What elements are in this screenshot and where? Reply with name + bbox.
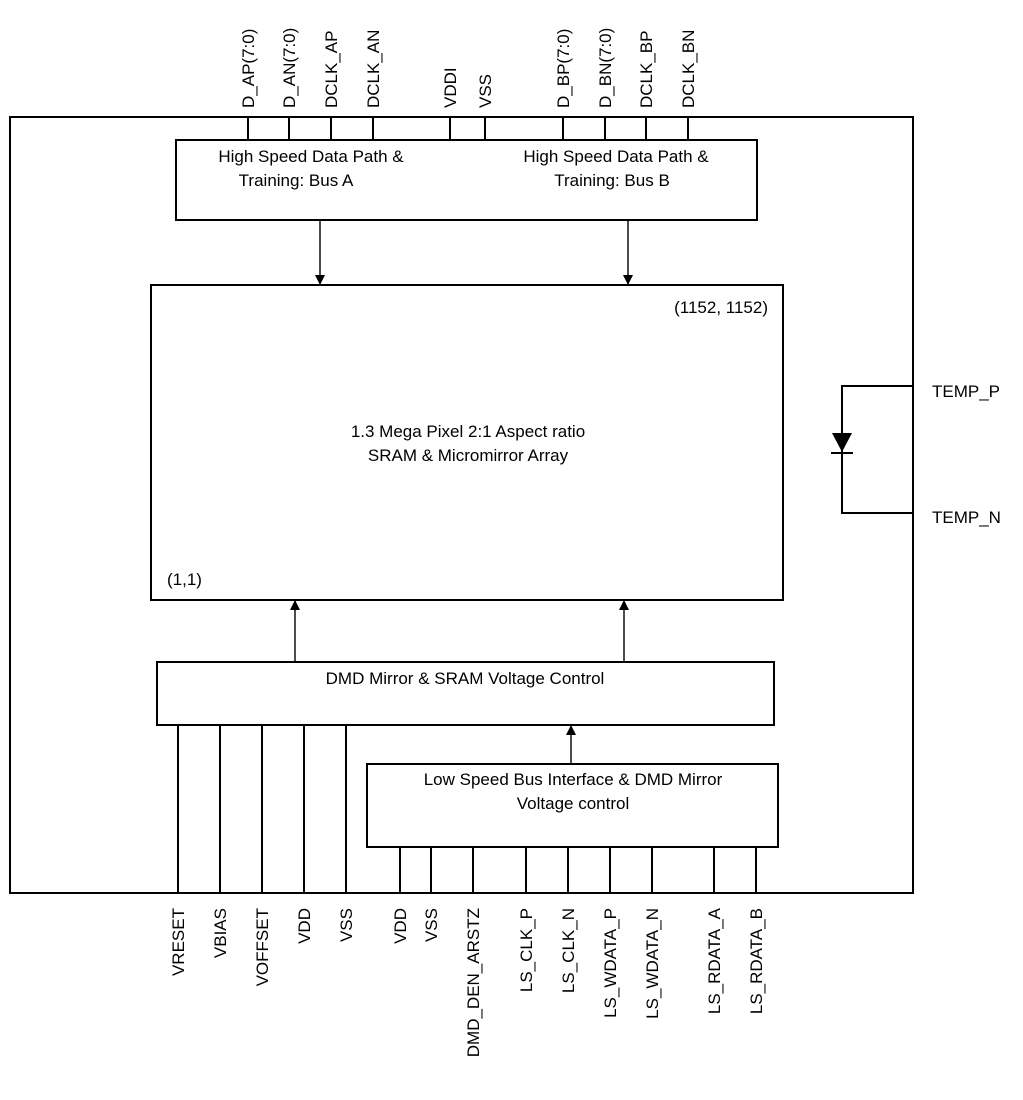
array-label-line2: SRAM & Micromirror Array bbox=[368, 446, 569, 465]
bottom-right-pin-label-ls-wdata-p-5: LS_WDATA_P bbox=[601, 908, 620, 1018]
bottom-left-pin-label-vss-4: VSS bbox=[337, 908, 356, 942]
bus-b-label-line2: Training: Bus B bbox=[554, 171, 670, 190]
top-pin-label-d-bn-7-0-7: D_BN(7:0) bbox=[596, 28, 615, 108]
top-pin-label-d-an-7-0-1: D_AN(7:0) bbox=[280, 28, 299, 108]
low-speed-interface-block bbox=[366, 763, 779, 848]
top-pin-label-dclk-bp-8: DCLK_BP bbox=[637, 31, 656, 108]
bus-a-label-line1: High Speed Data Path & bbox=[218, 147, 404, 166]
bottom-right-pin-label-ls-rdata-b-8: LS_RDATA_B bbox=[747, 908, 766, 1014]
top-pin-label-vddi-4: VDDI bbox=[441, 67, 460, 108]
bottom-right-pin-label-ls-wdata-n-6: LS_WDATA_N bbox=[643, 908, 662, 1019]
top-pin-label-dclk-an-3: DCLK_AN bbox=[364, 30, 383, 108]
micromirror-array-block bbox=[150, 284, 784, 601]
bus-a-label-line2: Training: Bus A bbox=[239, 171, 354, 190]
top-pin-label-d-bp-7-0-6: D_BP(7:0) bbox=[554, 29, 573, 108]
bottom-right-pin-label-ls-rdata-a-7: LS_RDATA_A bbox=[705, 907, 724, 1014]
bottom-right-pin-label-vss-1: VSS bbox=[422, 908, 441, 942]
array-coord-bottom-left: (1,1) bbox=[167, 570, 202, 589]
top-pin-label-dclk-ap-2: DCLK_AP bbox=[322, 31, 341, 108]
voltage-control-block bbox=[156, 661, 775, 726]
bottom-right-pin-label-ls-clk-n-4: LS_CLK_N bbox=[559, 908, 578, 993]
pin-temp-p-label: TEMP_P bbox=[932, 382, 1000, 401]
bottom-left-pin-group: VRESET VBIAS VOFFSET VDD VSS bbox=[169, 725, 356, 986]
low-speed-label-line2: Voltage control bbox=[517, 794, 629, 813]
pin-temp-n-label: TEMP_N bbox=[932, 508, 1001, 527]
bottom-left-pin-label-vbias-1: VBIAS bbox=[211, 908, 230, 958]
bottom-left-pin-label-vdd-3: VDD bbox=[295, 908, 314, 944]
voltage-control-label: DMD Mirror & SRAM Voltage Control bbox=[326, 669, 605, 688]
bottom-left-pin-label-voffset-2: VOFFSET bbox=[253, 908, 272, 986]
temp-diode-wiring bbox=[841, 385, 913, 514]
top-pin-label-d-ap-7-0-0: D_AP(7:0) bbox=[239, 29, 258, 108]
array-label-line1: 1.3 Mega Pixel 2:1 Aspect ratio bbox=[351, 422, 585, 441]
bottom-left-pin-label-vreset-0: VRESET bbox=[169, 908, 188, 976]
array-coord-top-right: (1152, 1152) bbox=[674, 298, 768, 317]
top-pin-label-vss-5: VSS bbox=[476, 74, 495, 108]
bottom-right-pin-label-ls-clk-p-3: LS_CLK_P bbox=[517, 908, 536, 992]
bottom-right-pin-label-vdd-0: VDD bbox=[391, 908, 410, 944]
bottom-right-pin-label-dmd-den-arstz-2: DMD_DEN_ARSTZ bbox=[464, 908, 483, 1057]
bus-b-label-line1: High Speed Data Path & bbox=[523, 147, 709, 166]
top-pin-group: D_AP(7:0) D_AN(7:0) DCLK_AP DCLK_AN VDDI VSS D… bbox=[239, 28, 698, 140]
bottom-right-pin-group: VDD VSS DMD_DEN_ARSTZ LS_CLK_P LS_CLK_N LS_WD… bbox=[391, 847, 766, 1057]
device-outline bbox=[9, 116, 914, 894]
top-pin-label-dclk-bn-9: DCLK_BN bbox=[679, 30, 698, 108]
temp-diode-icon bbox=[832, 433, 852, 452]
low-speed-label-line1: Low Speed Bus Interface & DMD Mirror bbox=[424, 770, 723, 789]
high-speed-data-path-block bbox=[175, 139, 758, 221]
